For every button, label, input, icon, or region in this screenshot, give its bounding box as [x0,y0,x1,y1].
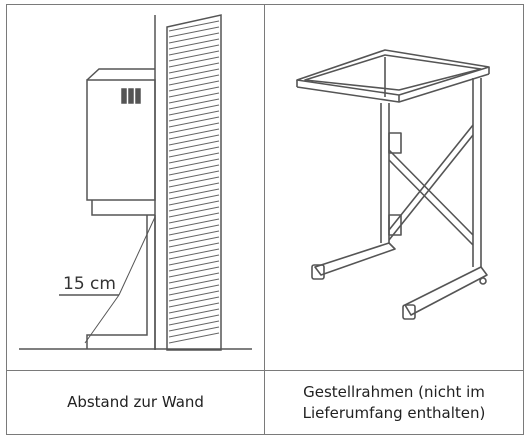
hatch-line [168,290,220,302]
row-divider [6,370,524,371]
hatch-line [168,326,220,338]
hatch-line [168,86,220,98]
hatch-line [168,248,220,260]
hatch-line [168,62,220,74]
hatch-line [168,242,220,254]
hatch-line [168,332,220,344]
hatch-line [168,104,220,116]
hatch-line [168,206,220,218]
hatch-line [168,182,220,194]
distance-annotation: 15 cm [59,216,156,344]
hatch-line [168,236,220,248]
hatch-line [168,50,220,62]
caption-text: Abstand zur Wand [67,393,204,411]
hatch-line [168,68,220,80]
hatch-line [168,302,220,314]
hatch-line [168,272,220,284]
hatch-line [168,92,220,104]
hatch-line [168,44,220,56]
hatch-line [168,98,220,110]
caption-stand-frame: Gestellrahmen (nicht im Lieferumfang ent… [265,371,523,434]
column-divider [264,4,265,435]
hatch-line [168,128,220,140]
hatch-line [168,152,220,164]
hatch-line [168,110,220,122]
hatch-line [168,56,220,68]
caption-line-2: Lieferumfang enthalten) [302,403,486,422]
hatch-line [168,170,220,182]
wall-hatching-icon [154,14,222,351]
caption-wall-distance: Abstand zur Wand [7,371,264,434]
hatch-line [168,224,220,236]
hatch-line [168,140,220,152]
hatch-line [168,158,220,170]
caption-line-1: Gestellrahmen (nicht im [303,382,485,401]
hatch-line [168,20,220,32]
stand-frame-illustration [265,5,523,370]
distance-label: 15 cm [63,274,116,294]
hatch-line [168,254,220,266]
hatch-line [168,38,220,50]
hatch-line [168,260,220,272]
hatch-line [168,320,220,332]
hatch-line [168,164,220,176]
hatch-line [168,266,220,278]
wall-mounted-unit-icon [19,68,252,350]
hatch-line [168,74,220,86]
hatch-line [168,200,220,212]
hatch-line [168,32,220,44]
wall-distance-illustration: 15 cm [7,5,264,370]
hatch-line [168,194,220,206]
hatch-line [168,218,220,230]
hatch-line [168,134,220,146]
hatch-line [168,278,220,290]
hatch-line [168,212,220,224]
hatch-line [168,116,220,128]
hatch-line [168,188,220,200]
hatch-line [168,122,220,134]
hatch-line [168,230,220,242]
hatch-line [168,176,220,188]
hatch-line [168,284,220,296]
hatch-line [168,296,220,308]
hatch-line [168,314,220,326]
stand-frame-icon [296,49,490,320]
hatch-line [168,80,220,92]
figure-table [6,4,524,435]
hatch-line [168,26,220,38]
hatch-line [168,308,220,320]
hatch-line [168,146,220,158]
